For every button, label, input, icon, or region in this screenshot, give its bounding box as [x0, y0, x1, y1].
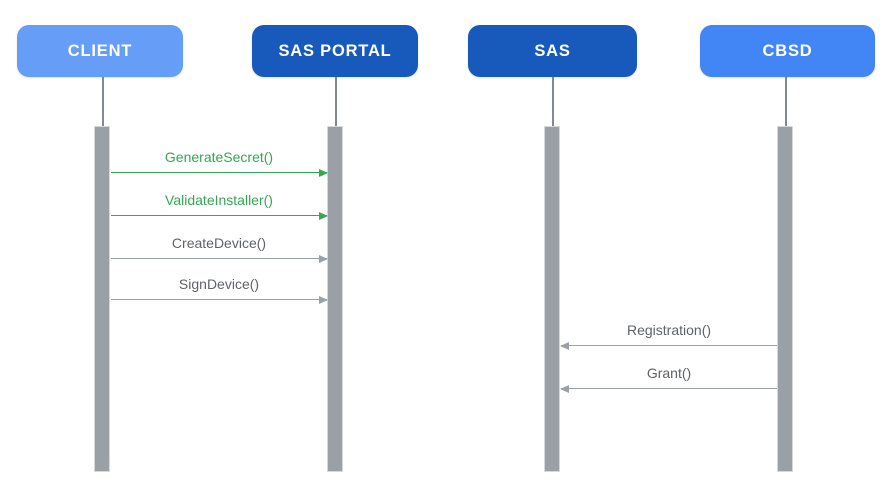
message-label: Grant()	[646, 365, 692, 381]
message-grant: Grant()	[560, 364, 777, 393]
actor-box-cbsd: CBSD	[700, 25, 875, 77]
arrow-line	[111, 171, 327, 173]
arrow-head-left-icon	[560, 341, 569, 350]
activation-bar-sas	[544, 126, 560, 472]
message-label: Registration()	[626, 322, 712, 338]
activation-bar-sas-portal	[327, 126, 343, 472]
message-sign-device: SignDevice()	[111, 275, 328, 304]
message-label: SignDevice()	[178, 276, 260, 292]
arrow-line	[561, 387, 777, 389]
arrow-line	[111, 214, 327, 216]
arrow-head-left-icon	[560, 384, 569, 393]
arrow-line	[111, 257, 327, 259]
message-label: GenerateSecret()	[164, 149, 274, 165]
message-validate-installer: ValidateInstaller()	[111, 191, 328, 220]
message-label: ValidateInstaller()	[165, 192, 273, 208]
arrow-head-right-icon	[319, 211, 328, 220]
actor-box-client: CLIENT	[17, 25, 183, 77]
arrow-head-right-icon	[319, 295, 328, 304]
lifeline-sas	[552, 77, 554, 126]
activation-bar-cbsd	[777, 126, 793, 472]
arrow-head-right-icon	[319, 168, 328, 177]
message-registration: Registration()	[560, 321, 777, 350]
message-create-device: CreateDevice()	[111, 234, 328, 263]
arrow-line	[561, 344, 777, 346]
lifeline-sas-portal	[335, 77, 337, 126]
actor-box-sas: SAS	[468, 25, 637, 77]
lifeline-client	[102, 77, 104, 126]
message-label: CreateDevice()	[171, 235, 267, 251]
activation-bar-client	[94, 126, 110, 472]
arrow-line	[111, 298, 327, 300]
lifeline-cbsd	[785, 77, 787, 126]
arrow-head-right-icon	[319, 254, 328, 263]
message-generate-secret: GenerateSecret()	[111, 148, 328, 177]
actor-box-sas-portal: SAS PORTAL	[252, 25, 418, 77]
